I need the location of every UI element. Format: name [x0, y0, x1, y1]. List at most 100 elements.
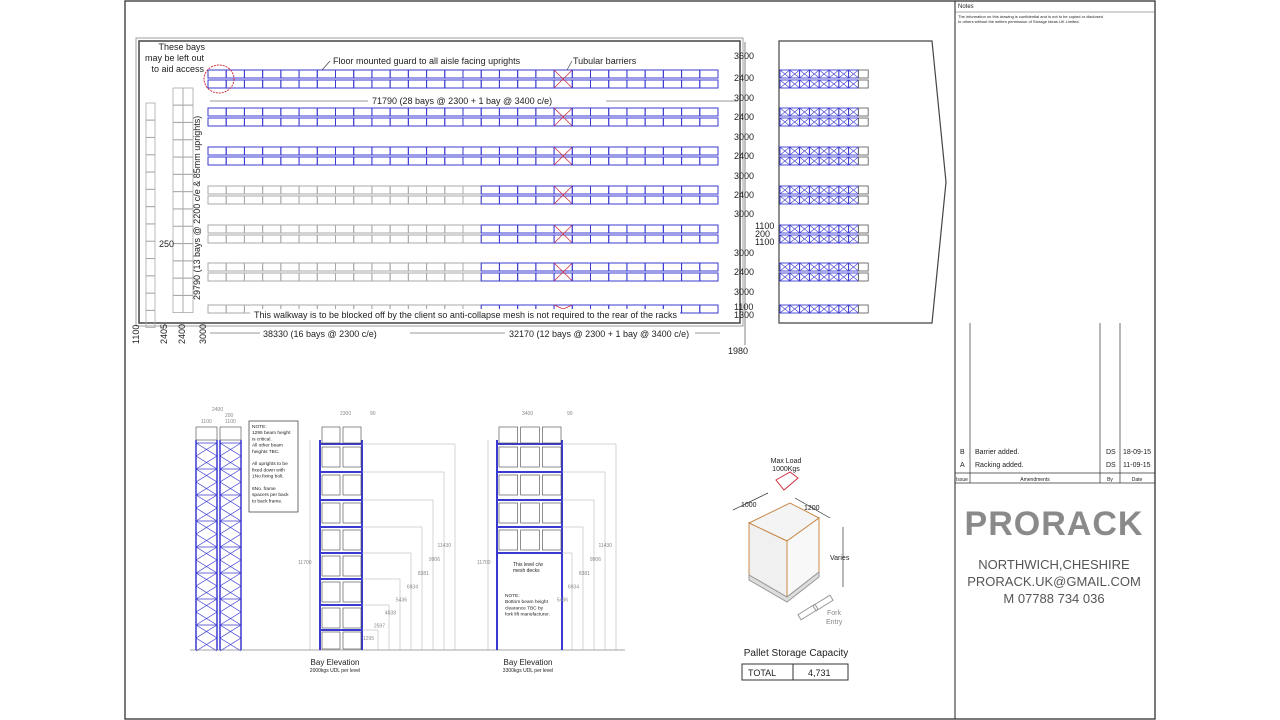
- bracing: [789, 304, 800, 314]
- elevations: 1295259740385436693483819906114305436693…: [190, 426, 625, 652]
- pallet-box: [321, 581, 341, 603]
- bay1-title: Bay Elevation: [311, 658, 360, 667]
- rack-bay: [389, 234, 409, 244]
- rack-bay: [444, 156, 464, 166]
- dim-line: [562, 526, 584, 650]
- rack-rows: [207, 69, 719, 314]
- rack-bay: [590, 79, 610, 89]
- dim-label: 3000: [734, 209, 754, 219]
- rack-bay: [590, 117, 610, 127]
- bracing: [828, 107, 839, 117]
- rack-bay: [857, 146, 869, 156]
- bracing: [799, 224, 810, 234]
- rack-bay: [207, 79, 227, 89]
- rack-bay: [407, 224, 428, 234]
- rack-bay: [262, 195, 282, 205]
- dim-line: [362, 552, 412, 650]
- rack-bay: [662, 195, 683, 205]
- rack-bay: [335, 156, 355, 166]
- rack-bay: [535, 272, 555, 282]
- bracing: [819, 195, 830, 205]
- header-date: Date: [1132, 477, 1143, 483]
- frame-bracing: [195, 442, 218, 470]
- bracing: [809, 117, 820, 127]
- rack-bay: [426, 262, 446, 272]
- rack-bay: [371, 234, 391, 244]
- rack-bay: [207, 195, 227, 205]
- rack-bay: [444, 117, 464, 127]
- note-line: is critical.: [252, 436, 272, 442]
- rack-bay: [535, 69, 555, 79]
- rack-bay: [480, 272, 500, 282]
- dim-label: 1300: [734, 310, 754, 320]
- building-outline-outer: [135, 37, 744, 327]
- level-height-label: 5436: [396, 598, 407, 604]
- bracing: [799, 304, 810, 314]
- rack-bay: [225, 185, 245, 195]
- bracing: [799, 146, 810, 156]
- rack-bay: [681, 69, 701, 79]
- rack-bay: [426, 224, 446, 234]
- dim-1100: 1100: [131, 325, 141, 344]
- bracing: [789, 117, 800, 127]
- rack-bay: [644, 224, 664, 234]
- pallet-box: [342, 502, 362, 524]
- bracing: [819, 272, 830, 282]
- pallet-box: [520, 426, 540, 444]
- bracing: [799, 185, 810, 195]
- rack-bay: [371, 224, 391, 234]
- bay2-height: 11700: [477, 560, 491, 566]
- pallet-box: [321, 631, 341, 650]
- rack-bay: [225, 146, 245, 156]
- rack-bay: [662, 107, 683, 117]
- rack-bay: [225, 304, 245, 314]
- pallet-box: [542, 529, 562, 551]
- rack-bay: [298, 156, 318, 166]
- bracing: [838, 262, 849, 272]
- rack-bay: [172, 156, 184, 175]
- rack-bay: [571, 272, 591, 282]
- rack-bay: [498, 79, 519, 89]
- rack-bay: [426, 272, 446, 282]
- rack-bay: [444, 146, 464, 156]
- level-height-label: 4038: [385, 611, 396, 617]
- rack-bay: [681, 156, 701, 166]
- rack-bay: [480, 117, 500, 127]
- rack-bay: [857, 117, 869, 127]
- rack-bay: [298, 234, 318, 244]
- frame-bracing: [219, 494, 242, 522]
- rack-bay: [335, 69, 355, 79]
- rack-bay: [243, 117, 264, 127]
- rack-bay: [571, 107, 591, 117]
- rack-bay: [681, 107, 701, 117]
- pallet-box: [520, 446, 540, 468]
- rack-bay: [371, 117, 391, 127]
- note-line: fixed down with: [252, 467, 285, 473]
- pallet-base: [748, 570, 820, 603]
- rack-bay: [480, 185, 500, 195]
- bracing: [838, 224, 849, 234]
- bracing: [779, 272, 790, 282]
- rack-bay: [207, 304, 227, 314]
- rack-bay: [626, 69, 646, 79]
- rack-bay: [571, 146, 591, 156]
- rack-bay: [517, 185, 537, 195]
- rack-bay: [535, 234, 555, 244]
- tubular-barrier-icon: [553, 146, 573, 166]
- rack-bay: [480, 69, 500, 79]
- by: DS: [1106, 462, 1116, 469]
- bay2-mesh-note-1: This level c/w: [513, 562, 543, 568]
- pallet-box: [342, 426, 362, 444]
- level-height-label: 11430: [437, 543, 451, 549]
- bracing: [809, 107, 820, 117]
- rack-bay: [644, 272, 664, 282]
- pallet-box: [342, 581, 362, 603]
- rack-bay: [316, 146, 336, 156]
- rack-bay: [626, 117, 646, 127]
- frame-bracing: [195, 598, 218, 626]
- frame-elevation-labels: 2400 200 1100 1100: [201, 407, 236, 425]
- rack-bay: [480, 146, 500, 156]
- bracing: [799, 195, 810, 205]
- rack-bay: [389, 262, 409, 272]
